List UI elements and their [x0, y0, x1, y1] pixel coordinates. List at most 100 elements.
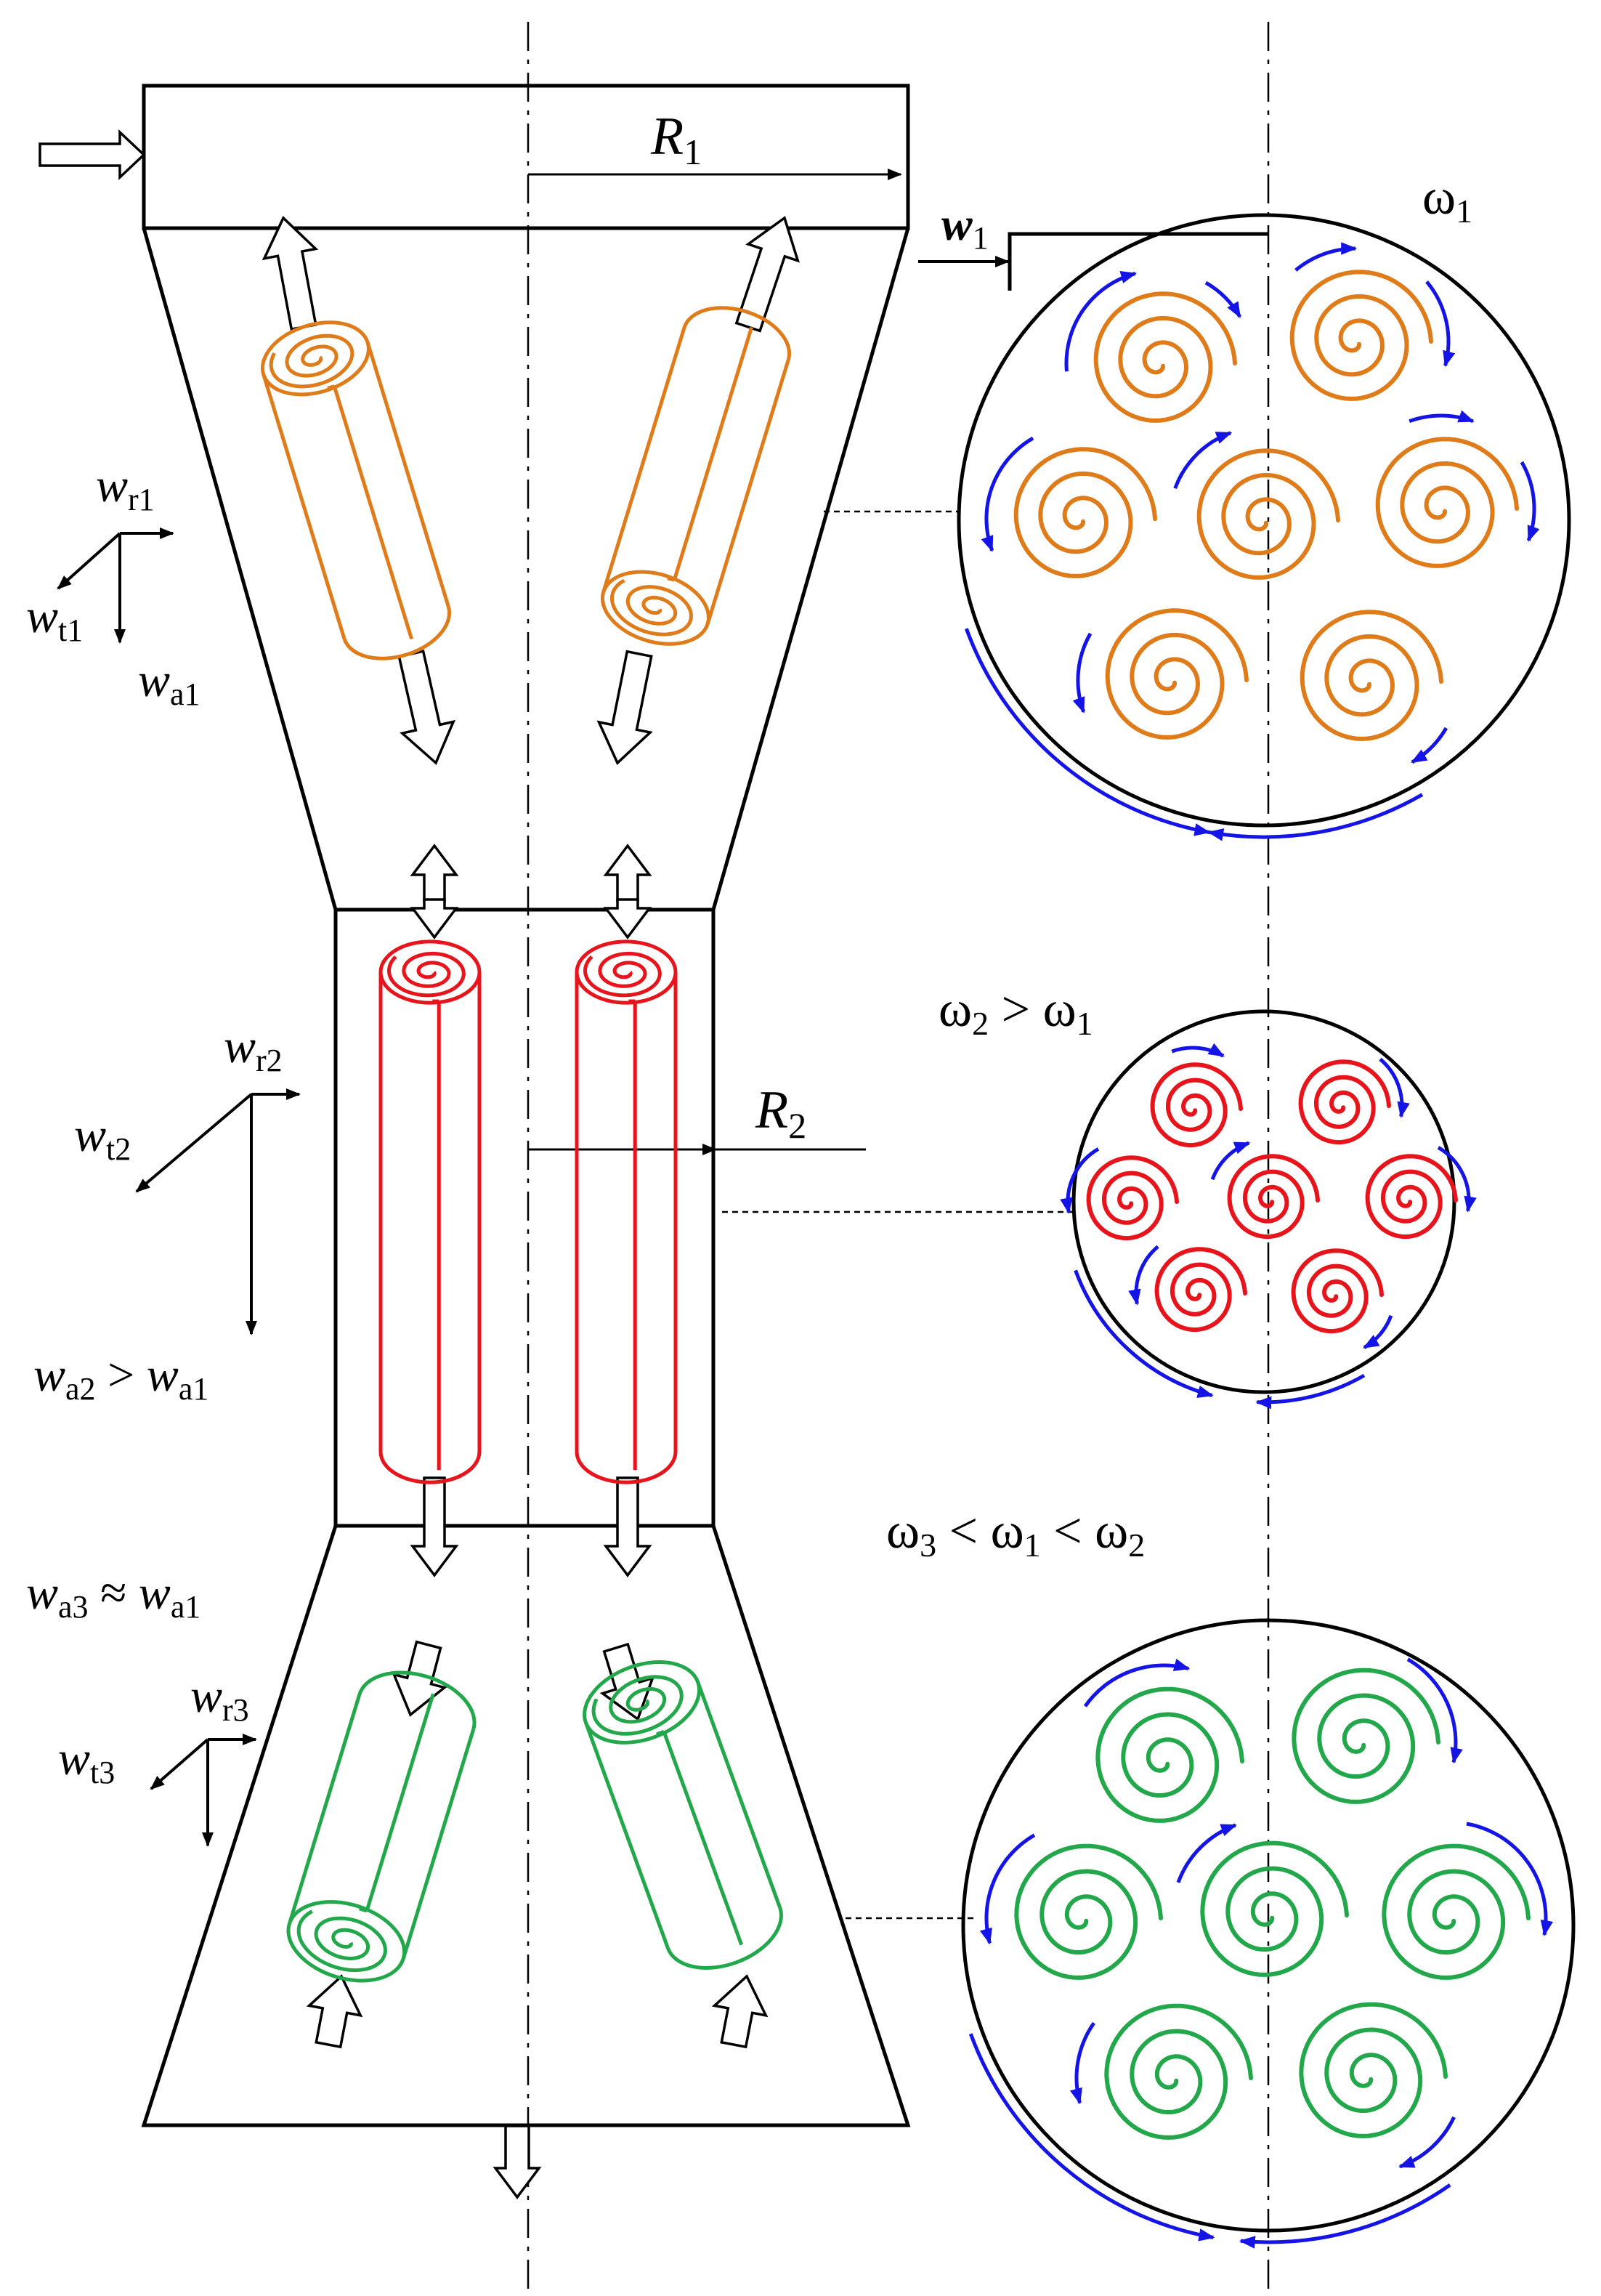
rotation-arrow-icon — [1060, 1147, 1100, 1214]
flow-arrow-icon — [410, 898, 459, 939]
rotation-arrow-icon — [981, 436, 1034, 552]
section-3-circle — [961, 1618, 1576, 2233]
velocity-triad-3 — [150, 1734, 257, 1847]
throat-section — [333, 908, 716, 1528]
spiral-vortex-icon — [1291, 1248, 1384, 1334]
rotation-arrow-icon — [1379, 1057, 1410, 1118]
rotation-arrow-icon — [1064, 271, 1138, 372]
vortex-roll-icon — [286, 1670, 477, 1983]
spiral-vortex-icon — [1375, 437, 1519, 568]
rotation-arrow-icon — [1466, 1822, 1554, 1937]
vortex-roll-icon — [600, 306, 792, 646]
cross-section-vortices — [1013, 270, 1531, 2140]
wr1-label: wr1 — [96, 459, 155, 517]
wa2-comparison-label: wa2 > wa1 — [33, 1349, 208, 1407]
velocity-triad-2 — [135, 1088, 301, 1335]
rotation-arrow-icon — [1204, 280, 1242, 318]
upper-cone — [142, 227, 338, 910]
flow-arrow-icon — [410, 1476, 459, 1577]
flow-arrow-icon — [262, 216, 319, 331]
flow-arrow-icon — [599, 1642, 655, 1721]
rotation-arrow-icon — [1425, 280, 1456, 368]
rotation-arrow-icon — [1072, 632, 1093, 714]
wr3-label: wr3 — [190, 1670, 249, 1728]
leader-lines — [722, 510, 1078, 1920]
spiral-vortex-icon — [1014, 1843, 1163, 1980]
wt2-label: wt2 — [74, 1109, 131, 1167]
rotation-arrow-icon — [1176, 1823, 1237, 1883]
rotation-arrow-icon — [964, 628, 1211, 836]
flow-arrows — [262, 216, 800, 2199]
spiral-vortex-icon — [1150, 1062, 1243, 1148]
flow-arrow-icon — [603, 1476, 652, 1577]
flow-arrow-icon — [397, 650, 456, 765]
rotation-arrow-icon — [1411, 727, 1448, 764]
spiral-vortex-icon — [1093, 291, 1237, 423]
flow-arrow-icon — [603, 898, 652, 939]
rotation-arrow-icon — [1083, 1658, 1191, 1707]
rotation-arrow-icon — [979, 1833, 1036, 1945]
vortex-roll-icon — [583, 1660, 783, 1970]
spiral-vortex-icon — [1289, 270, 1433, 401]
wr2-label: wr2 — [224, 1020, 283, 1078]
flow-arrow-icon — [711, 1974, 769, 2049]
spiral-vortex-icon — [1292, 1668, 1440, 1804]
flow-arrow-icon — [734, 216, 800, 333]
rotation-arrow-icon — [1239, 2183, 1451, 2249]
rotation-arrow-icon — [1128, 1245, 1159, 1306]
rotation-arrow-icon — [1074, 1269, 1214, 1398]
vortex-rolls — [260, 306, 792, 1983]
vortex-roll-icon — [378, 939, 482, 1484]
spiral-vortex-icon — [1154, 1247, 1247, 1333]
rotation-arrow-icon — [1409, 410, 1475, 424]
rotation-arrows — [964, 242, 1554, 2249]
flow-arrow-icon — [603, 844, 652, 902]
rotation-arrow-icon — [1363, 1314, 1393, 1349]
spiral-vortex-icon — [1095, 1686, 1244, 1823]
rotation-arrow-icon — [1255, 1373, 1366, 1410]
rotation-arrow-icon — [1171, 1043, 1225, 1058]
spiral-vortex-icon — [1299, 2002, 1448, 2138]
spiral-vortex-icon — [1298, 1059, 1391, 1145]
r1-label: R1 — [650, 107, 702, 172]
omega3-comparison-label: ω3 < ω1 < ω2 — [886, 1503, 1145, 1564]
inlet-arrow-icon — [38, 129, 146, 181]
rotation-arrow-icon — [1069, 2021, 1095, 2105]
r2-label: R2 — [755, 1080, 806, 1146]
spiral-vortex-icon — [1196, 448, 1340, 580]
rotation-arrow-icon — [1210, 1141, 1251, 1181]
wt3-label: wt3 — [58, 1732, 115, 1790]
wt1-label: wt1 — [26, 590, 83, 648]
flow-arrow-icon — [306, 1974, 363, 2049]
outlet-arrow-icon — [493, 2125, 542, 2199]
section-1-circle — [957, 213, 1571, 828]
spiral-vortex-icon — [1105, 608, 1249, 740]
tangential-inlet — [1008, 232, 1268, 291]
omega1-label: ω1 — [1422, 169, 1472, 230]
lower-cone — [141, 1525, 911, 2127]
rotation-arrow-icon — [1406, 1657, 1463, 1764]
spiral-vortex-icon — [1086, 1155, 1179, 1241]
spiral-vortex-icon — [1300, 610, 1443, 741]
flow-arrow-icon — [596, 650, 653, 765]
rotation-arrow-icon — [1173, 431, 1233, 490]
rotation-arrow-icon — [1437, 1146, 1477, 1213]
wa3-comparison-label: wa3 ≈ wa1 — [26, 1567, 200, 1625]
rotation-arrow-icon — [1294, 242, 1358, 272]
inlet-chamber — [142, 84, 910, 230]
spiral-vortex-icon — [1227, 1154, 1320, 1240]
vortex-roll-icon — [575, 939, 678, 1484]
vortex-roll-icon — [260, 320, 452, 660]
velocity-triad-1 — [57, 527, 174, 644]
w1-label: w1 — [941, 198, 989, 256]
spiral-vortex-icon — [1013, 447, 1157, 578]
rotation-arrow-icon — [968, 2033, 1215, 2242]
wa1-label: wa1 — [138, 654, 200, 712]
flow-arrow-icon — [410, 844, 459, 902]
rotation-arrow-icon — [1520, 461, 1540, 542]
spiral-vortex-icon — [1382, 1843, 1531, 1980]
rotation-arrow-icon — [1398, 2116, 1456, 2169]
spiral-vortex-icon — [1365, 1154, 1458, 1240]
spiral-vortex-icon — [1200, 1840, 1349, 1977]
